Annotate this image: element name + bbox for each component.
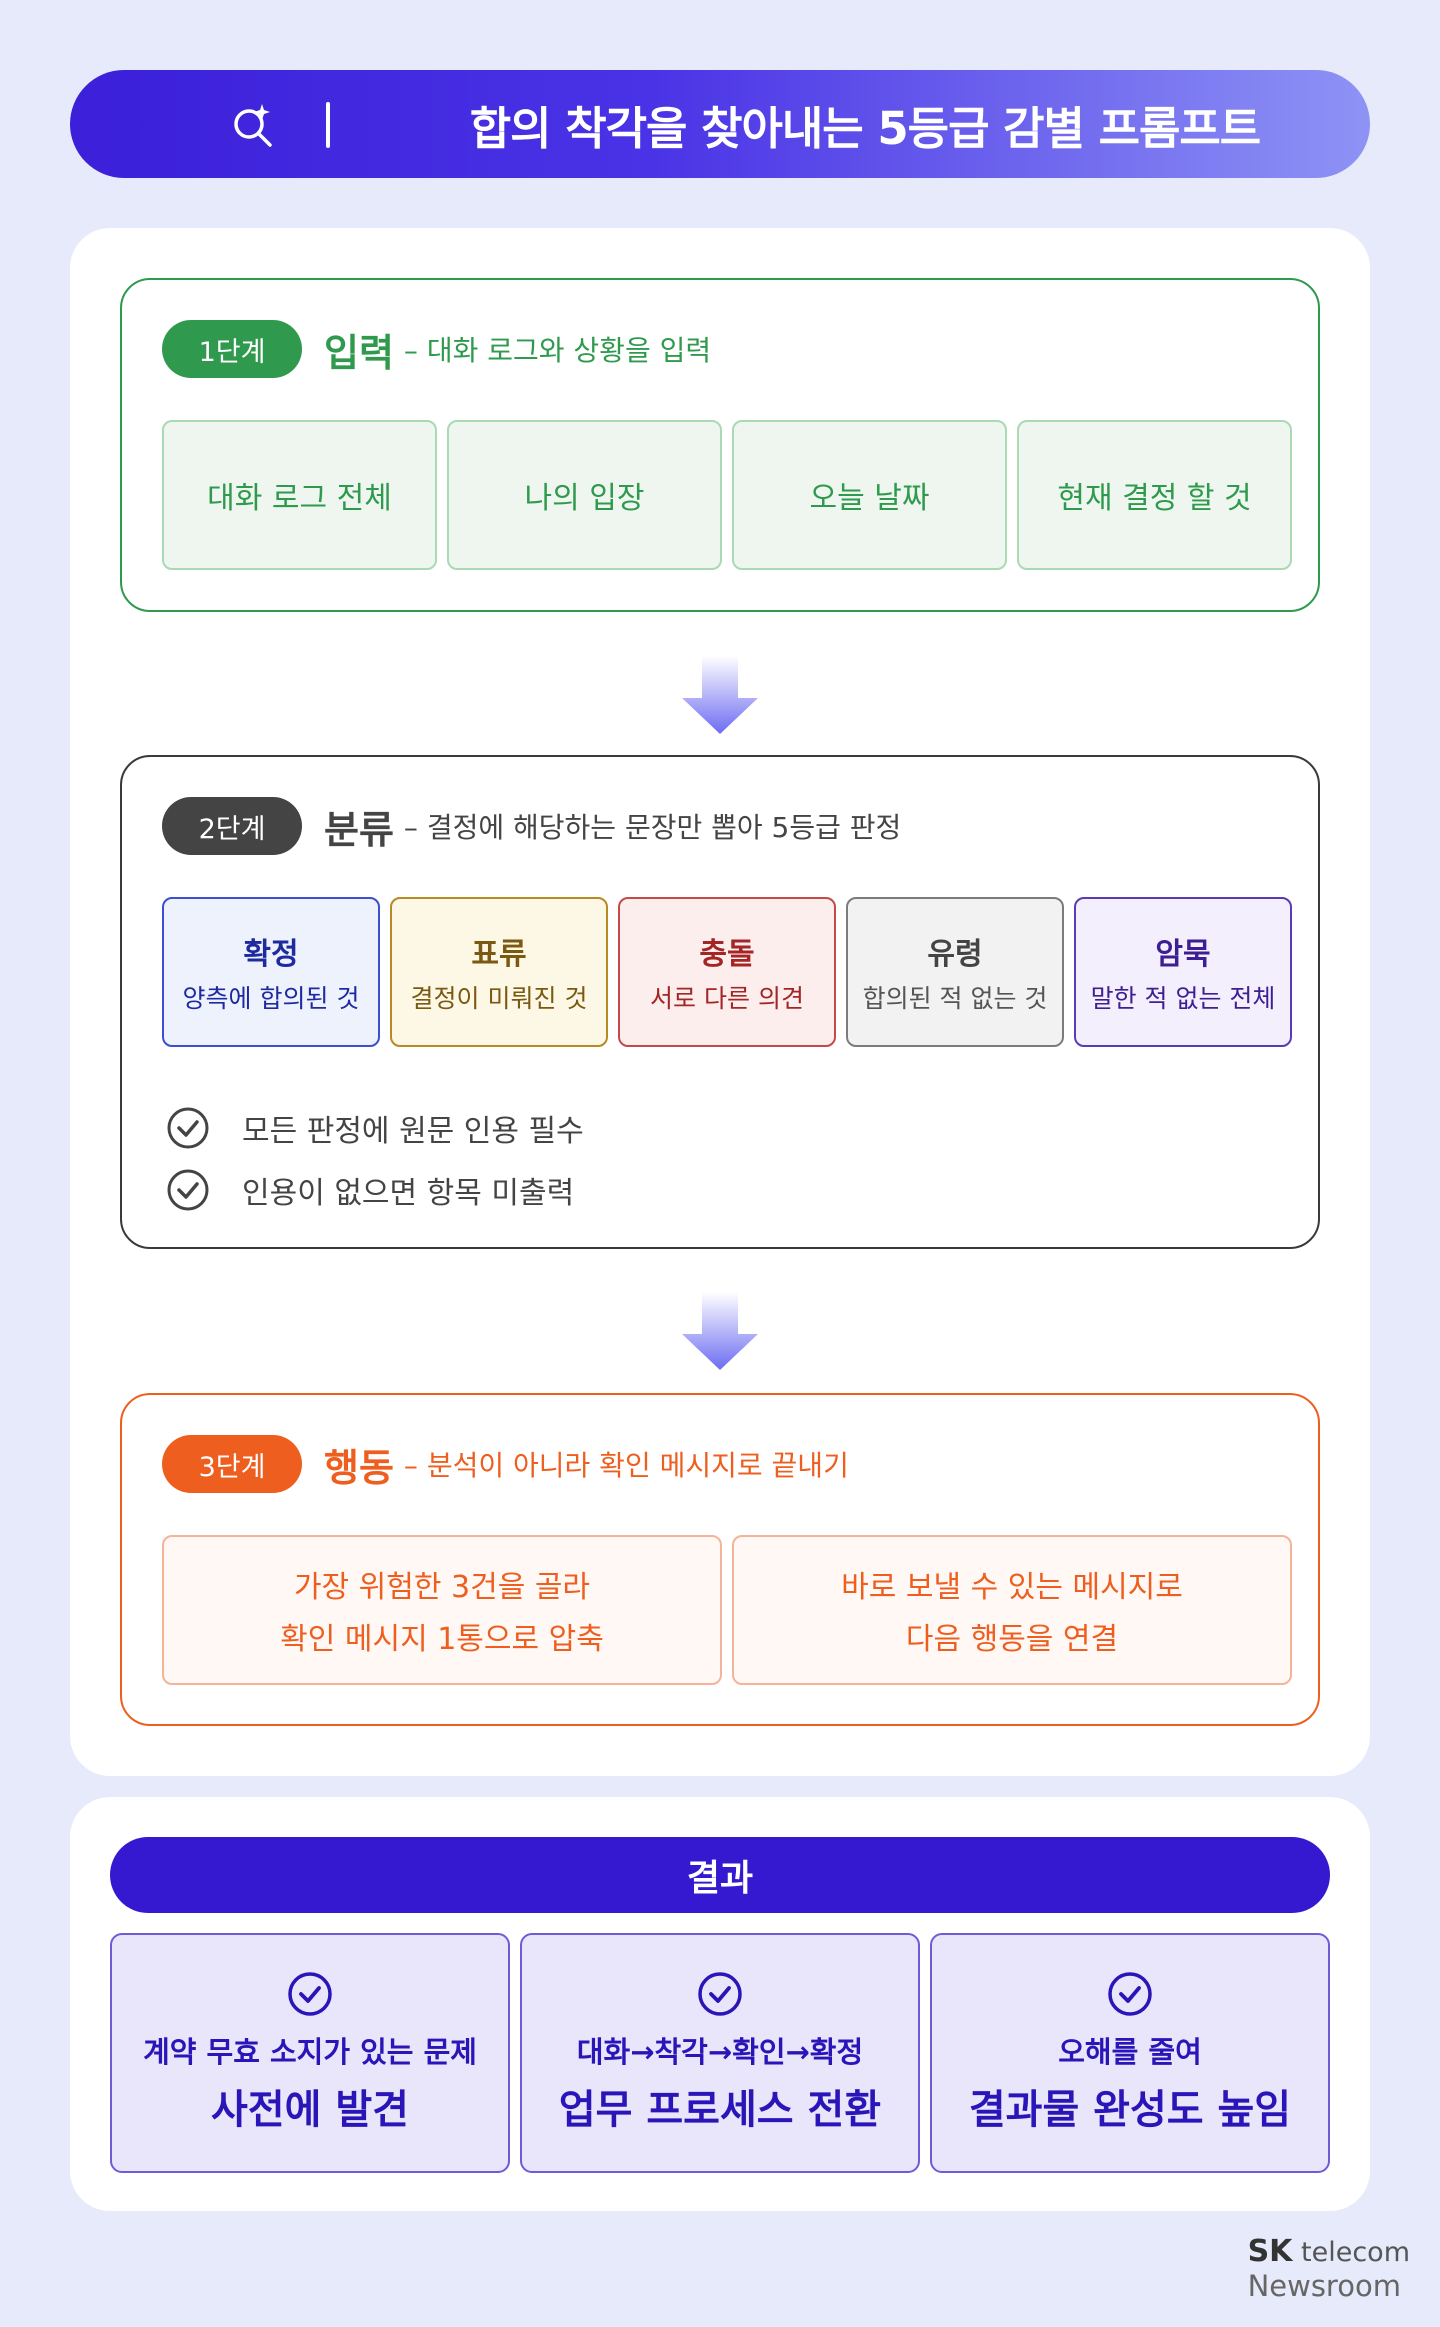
rule-item: 인용이 없으면 항목 미출력 (166, 1159, 584, 1221)
action-line: 확인 메시지 1통으로 압축 (280, 1622, 604, 1657)
stage-1-badge: 1단계 (162, 320, 302, 378)
brand-telecom: telecom (1301, 2237, 1410, 2268)
stage-2-name: 분류 (324, 807, 394, 852)
check-circle-icon (1108, 1972, 1152, 2016)
brand-sk: SK (1247, 2234, 1293, 2269)
result-sub: 대화→착각→확인→확정 (576, 2035, 864, 2069)
stage-3-badge: 3단계 (162, 1435, 302, 1493)
brand-newsroom: Newsroom (1247, 2269, 1401, 2303)
stage-2-classify: 2단계 분류 – 결정에 해당하는 문장만 뽑아 5등급 판정 확정 양측에 합… (120, 755, 1320, 1249)
check-circle-icon (167, 1169, 209, 1211)
result-item: 대화→착각→확인→확정 업무 프로세스 전환 (520, 1933, 920, 2173)
stage-1-items: 대화 로그 전체 나의 입장 오늘 날짜 현재 결정 할 것 (162, 420, 1292, 570)
down-arrow-icon (682, 656, 758, 734)
category-desc: 서로 다른 의견 (650, 984, 804, 1013)
result-item: 계약 무효 소지가 있는 문제 사전에 발견 (110, 1933, 510, 2173)
category-conflict: 충돌 서로 다른 의견 (618, 897, 836, 1047)
result-sub: 계약 무효 소지가 있는 문제 (143, 2035, 477, 2069)
category-desc: 결정이 미뤄진 것 (410, 984, 588, 1013)
category-ghost: 유령 합의된 적 없는 것 (846, 897, 1064, 1047)
brand-logo: SK telecom Newsroom (1248, 2234, 1410, 2303)
category-name: 표류 (471, 937, 527, 972)
stage-1-desc: – 대화 로그와 상황을 입력 (403, 334, 712, 367)
category-desc: 양측에 합의된 것 (182, 984, 360, 1013)
check-circle-icon (167, 1107, 209, 1149)
header-banner: 합의 착각을 찾아내는 5등급 감별 프롬프트 (70, 70, 1370, 178)
category-desc: 말한 적 없는 전체 (1090, 984, 1276, 1013)
input-item: 오늘 날짜 (732, 420, 1007, 570)
search-sparkle-icon (234, 104, 272, 147)
category-confirmed: 확정 양측에 합의된 것 (162, 897, 380, 1047)
category-name: 확정 (243, 937, 299, 972)
input-item: 현재 결정 할 것 (1017, 420, 1292, 570)
category-name: 충돌 (699, 937, 755, 972)
stage-1-name: 입력 (324, 330, 394, 375)
rules-list: 모든 판정에 원문 인용 필수 인용이 없으면 항목 미출력 (166, 1097, 584, 1221)
category-implicit: 암묵 말한 적 없는 전체 (1074, 897, 1292, 1047)
rule-text: 인용이 없으면 항목 미출력 (242, 1176, 575, 1211)
action-line: 바로 보낼 수 있는 메시지로 (841, 1570, 1183, 1605)
stage-3-name: 행동 (324, 1445, 394, 1490)
stage-1-input: 1단계 입력 – 대화 로그와 상황을 입력 대화 로그 전체 나의 입장 오늘… (120, 278, 1320, 612)
rule-text: 모든 판정에 원문 인용 필수 (242, 1114, 584, 1149)
stage-3-action: 3단계 행동 – 분석이 아니라 확인 메시지로 끝내기 가장 위험한 3건을 … (120, 1393, 1320, 1726)
action-item: 가장 위험한 3건을 골라 확인 메시지 1통으로 압축 (162, 1535, 722, 1685)
result-row: 계약 무효 소지가 있는 문제 사전에 발견 대화→착각→확인→확정 업무 프로… (110, 1933, 1330, 2173)
action-line: 다음 행동을 연결 (905, 1622, 1119, 1657)
result-title: 결과 (110, 1837, 1330, 1913)
stage-2-desc: – 결정에 해당하는 문장만 뽑아 5등급 판정 (403, 811, 902, 844)
result-main: 결과물 완성도 높임 (968, 2087, 1292, 2133)
stage-2-header: 2단계 분류 – 결정에 해당하는 문장만 뽑아 5등급 판정 (162, 797, 901, 855)
check-circle-icon (288, 1972, 332, 2016)
header-divider (326, 102, 330, 148)
result-main: 업무 프로세스 전환 (558, 2087, 882, 2133)
stage-3-header: 3단계 행동 – 분석이 아니라 확인 메시지로 끝내기 (162, 1435, 849, 1493)
result-main: 사전에 발견 (211, 2087, 409, 2133)
result-sub: 오해를 줄여 (1058, 2035, 1202, 2069)
stage-3-desc: – 분석이 아니라 확인 메시지로 끝내기 (403, 1449, 849, 1482)
check-circle-icon (698, 1972, 742, 2016)
category-name: 암묵 (1155, 937, 1211, 972)
action-item: 바로 보낼 수 있는 메시지로 다음 행동을 연결 (732, 1535, 1292, 1685)
stage-3-items: 가장 위험한 3건을 골라 확인 메시지 1통으로 압축 바로 보낼 수 있는 … (162, 1535, 1292, 1685)
down-arrow-icon (682, 1292, 758, 1370)
category-drifting: 표류 결정이 미뤄진 것 (390, 897, 608, 1047)
input-item: 대화 로그 전체 (162, 420, 437, 570)
stage-2-badge: 2단계 (162, 797, 302, 855)
action-line: 가장 위험한 3건을 골라 (293, 1570, 591, 1605)
category-desc: 합의된 적 없는 것 (862, 984, 1048, 1013)
stage-1-header: 1단계 입력 – 대화 로그와 상황을 입력 (162, 320, 711, 378)
page-title: 합의 착각을 찾아내는 5등급 감별 프롬프트 (469, 101, 1261, 155)
category-name: 유령 (927, 937, 983, 972)
input-item: 나의 입장 (447, 420, 722, 570)
category-row: 확정 양측에 합의된 것 표류 결정이 미뤄진 것 충돌 서로 다른 의견 유령… (162, 897, 1292, 1047)
result-item: 오해를 줄여 결과물 완성도 높임 (930, 1933, 1330, 2173)
rule-item: 모든 판정에 원문 인용 필수 (166, 1097, 584, 1159)
